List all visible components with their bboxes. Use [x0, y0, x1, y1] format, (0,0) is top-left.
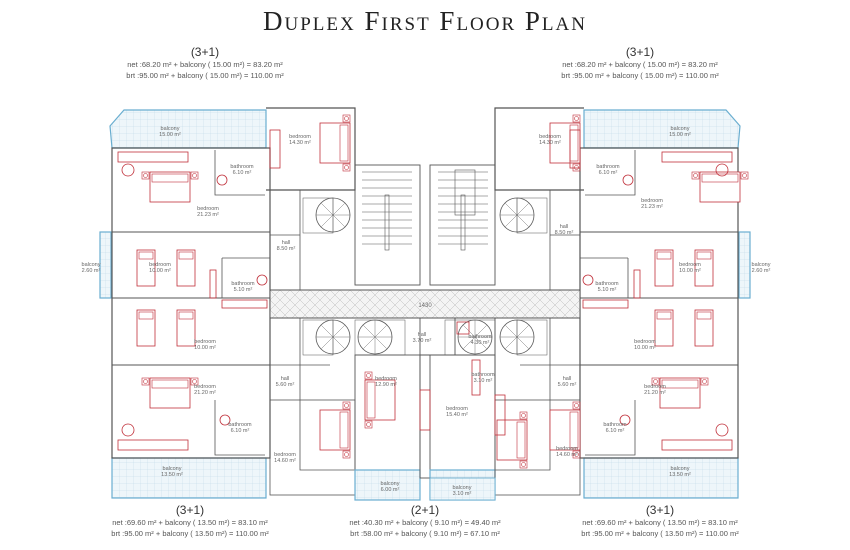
unit-type: (3+1)	[645, 503, 675, 517]
unit-info-top-right: (3+1) net :68.20 m² + balcony ( 15.00 m²…	[510, 45, 770, 81]
unit-brt-area: brt :95.00 m² + balcony ( 13.50 m²) = 11…	[111, 529, 269, 538]
unit-info-bottom-right: (3+1) net :69.60 m² + balcony ( 13.50 m²…	[530, 503, 790, 539]
unit-brt-area: brt :95.00 m² + balcony ( 15.00 m²) = 11…	[561, 71, 719, 80]
unit-info-top-left: (3+1) net :68.20 m² + balcony ( 15.00 m²…	[75, 45, 335, 81]
unit-type: (3+1)	[625, 45, 655, 59]
unit-type: (3+1)	[175, 503, 205, 517]
unit-brt-area: brt :95.00 m² + balcony ( 15.00 m²) = 11…	[126, 71, 284, 80]
unit-net-area: net :40.30 m² + balcony ( 9.10 m²) = 49.…	[349, 518, 501, 527]
corridor-length: 1430	[418, 303, 432, 309]
unit-info-bottom-left: (3+1) net :69.60 m² + balcony ( 13.50 m²…	[60, 503, 320, 539]
unit-net-area: net :68.20 m² + balcony ( 15.00 m²) = 83…	[562, 60, 718, 69]
furniture	[117, 114, 749, 469]
unit-net-area: net :68.20 m² + balcony ( 15.00 m²) = 83…	[127, 60, 283, 69]
unit-brt-area: brt :95.00 m² + balcony ( 13.50 m²) = 11…	[581, 529, 739, 538]
unit-type: (3+1)	[190, 45, 220, 59]
unit-type: (2+1)	[410, 503, 440, 517]
unit-info-bottom-center: (2+1) net :40.30 m² + balcony ( 9.10 m²)…	[295, 503, 555, 539]
unit-net-area: net :69.60 m² + balcony ( 13.50 m²) = 83…	[582, 518, 738, 527]
unit-brt-area: brt :58.00 m² + balcony ( 9.10 m²) = 67.…	[350, 529, 500, 538]
center-unit-walls	[419, 169, 496, 501]
page-title: Duplex First Floor Plan	[263, 6, 587, 36]
corridor	[269, 289, 581, 319]
unit-net-area: net :69.60 m² + balcony ( 13.50 m²) = 83…	[112, 518, 268, 527]
